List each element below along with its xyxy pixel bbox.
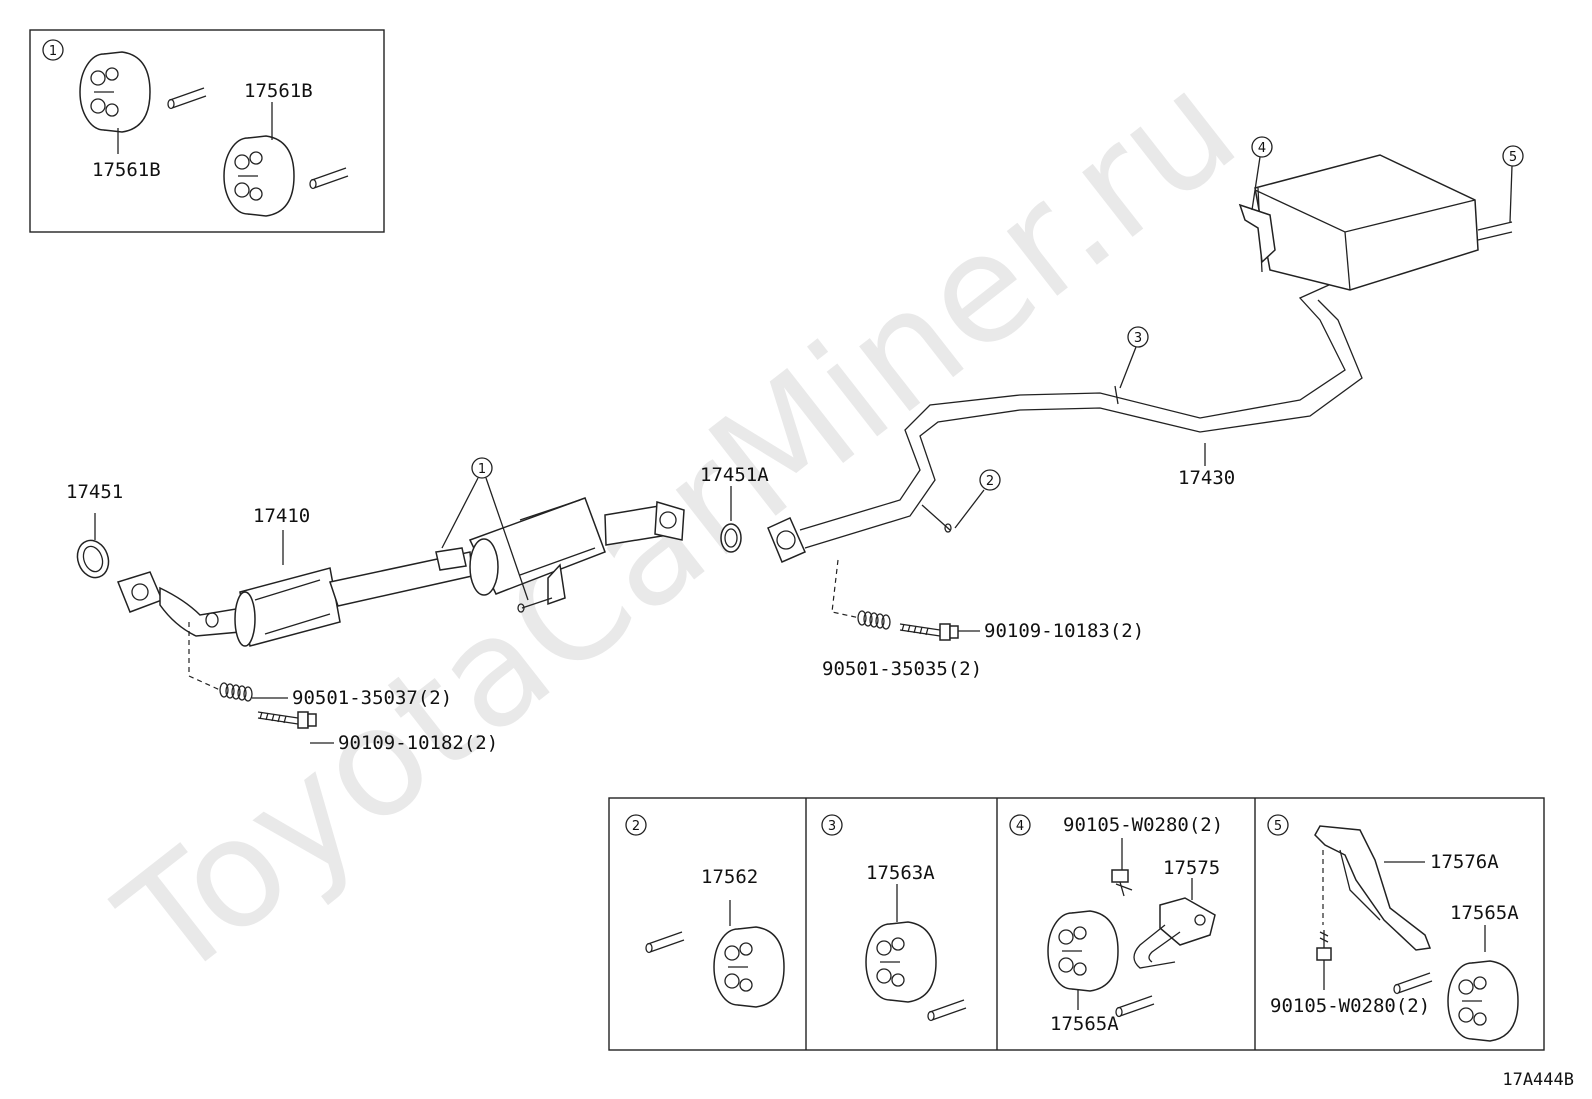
pin-icon: [645, 931, 685, 954]
detail-1-number: 1: [49, 44, 57, 59]
detail-4-box: 4 90105-W0280(2) 17575 17565A: [1009, 814, 1223, 1035]
callout-4-main: 4: [1251, 136, 1273, 211]
center-fasteners: 90109-10183(2) 90501-35035(2): [822, 559, 1144, 680]
detail-2-number: 2: [632, 819, 640, 834]
gasket-front-label: 17451: [66, 481, 123, 503]
cushion-icon: [713, 926, 785, 1008]
spring-icon: [857, 610, 891, 630]
cushion-icon: [79, 51, 151, 133]
gasket-center: 17451A: [700, 464, 769, 553]
cushion-icon: [1447, 960, 1519, 1042]
bolt-icon: [1111, 869, 1133, 897]
bolt-icon: [899, 623, 959, 641]
detail-4-number: 4: [1016, 819, 1024, 834]
callout-2-main: 2: [954, 469, 1001, 529]
detail-4-bracket-label: 17575: [1163, 857, 1220, 879]
detail-1-upper-label: 17561B: [244, 80, 313, 102]
cushion-icon: [1047, 910, 1119, 992]
callout-1-front-pipe: 1: [441, 457, 529, 601]
bracket-icon: [1314, 825, 1432, 951]
detail-1-callout-circle: [42, 39, 64, 61]
detail-3-number: 3: [828, 819, 836, 834]
detail-3-box: 3 17563A: [821, 814, 967, 1022]
callout-3-number: 3: [1134, 331, 1142, 346]
spring-center-label: 90501-35035(2): [822, 658, 982, 680]
diagram-code: 17A444B: [1502, 1070, 1574, 1090]
detail-5-number: 5: [1274, 819, 1282, 834]
spring-icon: [219, 682, 253, 702]
detail-4-bolt-label: 90105-W0280(2): [1063, 814, 1223, 836]
bolt-center-label: 90109-10183(2): [984, 620, 1144, 642]
detail-3-part-label: 17563A: [866, 862, 935, 884]
pin-icon: [1115, 995, 1155, 1018]
gasket-center-label: 17451A: [700, 464, 769, 486]
callout-3-main: 3: [1119, 326, 1149, 389]
bolt-front-label: 90109-10182(2): [338, 732, 498, 754]
front-pipe-assembly: 17410: [117, 497, 685, 647]
detail-1-box: 1 17561B 17561B: [29, 29, 385, 233]
detail-5-box: 5 17576A 90105-W0280(2) 17565A: [1267, 814, 1519, 1042]
front-fasteners: 90501-35037(2) 90109-10182(2): [188, 622, 498, 754]
spring-front-label: 90501-35037(2): [292, 687, 452, 709]
tail-pipe-assembly: 17430: [767, 154, 1513, 563]
detail-5-bolt-label: 90105-W0280(2): [1270, 995, 1430, 1017]
callout-4-number: 4: [1258, 141, 1266, 156]
detail-1-lower-label: 17561B: [92, 159, 161, 181]
callout-5-main: 5: [1502, 145, 1524, 223]
detail-5-bracket-label: 17576A: [1430, 851, 1499, 873]
detail-boxes-frame: [608, 797, 1545, 1051]
callout-1-number: 1: [478, 462, 486, 477]
pin-icon: [1393, 972, 1433, 995]
tail-pipe-label: 17430: [1178, 467, 1235, 489]
pin-icon: [309, 167, 349, 190]
cushion-icon: [865, 921, 937, 1003]
detail-2-box: 2 17562: [625, 814, 785, 1008]
pin-icon: [927, 999, 967, 1022]
bracket-icon: [1133, 897, 1216, 969]
detail-2-part-label: 17562: [701, 866, 758, 888]
callout-5-number: 5: [1509, 150, 1517, 165]
bolt-icon: [1316, 930, 1332, 961]
cushion-icon: [223, 135, 295, 217]
gasket-front: 17451: [66, 481, 123, 579]
detail-4-cushion-label: 17565A: [1050, 1013, 1119, 1035]
front-pipe-label: 17410: [253, 505, 310, 527]
detail-5-cushion-label: 17565A: [1450, 902, 1519, 924]
pin-icon: [167, 87, 207, 110]
callout-2-number: 2: [986, 474, 994, 489]
